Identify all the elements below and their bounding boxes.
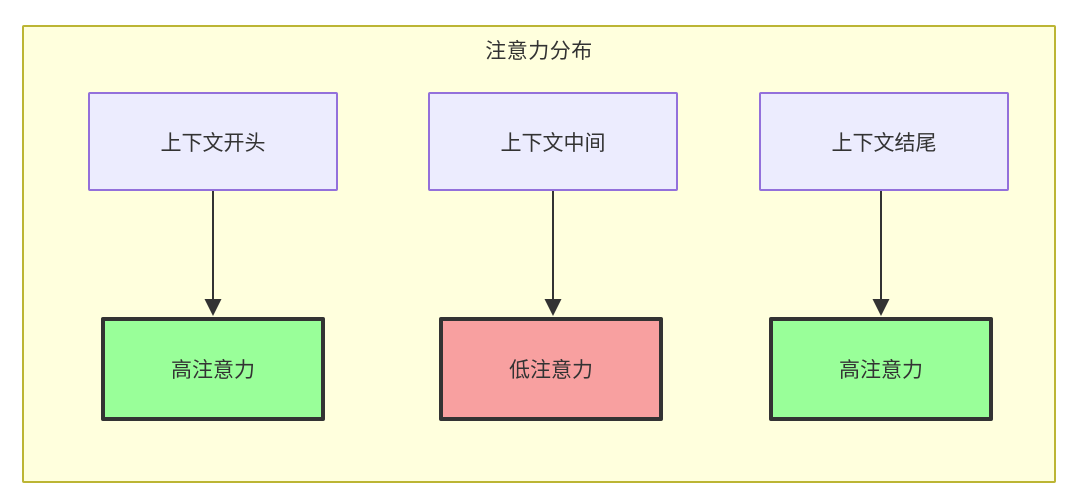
node-high-attention-start[interactable]: 高注意力 [101, 317, 325, 421]
node-context-middle[interactable]: 上下文中间 [428, 92, 678, 191]
node-high-attention-end[interactable]: 高注意力 [769, 317, 993, 421]
node-context-end[interactable]: 上下文结尾 [759, 92, 1009, 191]
node-low-attention-middle[interactable]: 低注意力 [439, 317, 663, 421]
node-context-start[interactable]: 上下文开头 [88, 92, 338, 191]
diagram-title: 注意力分布 [485, 40, 593, 63]
